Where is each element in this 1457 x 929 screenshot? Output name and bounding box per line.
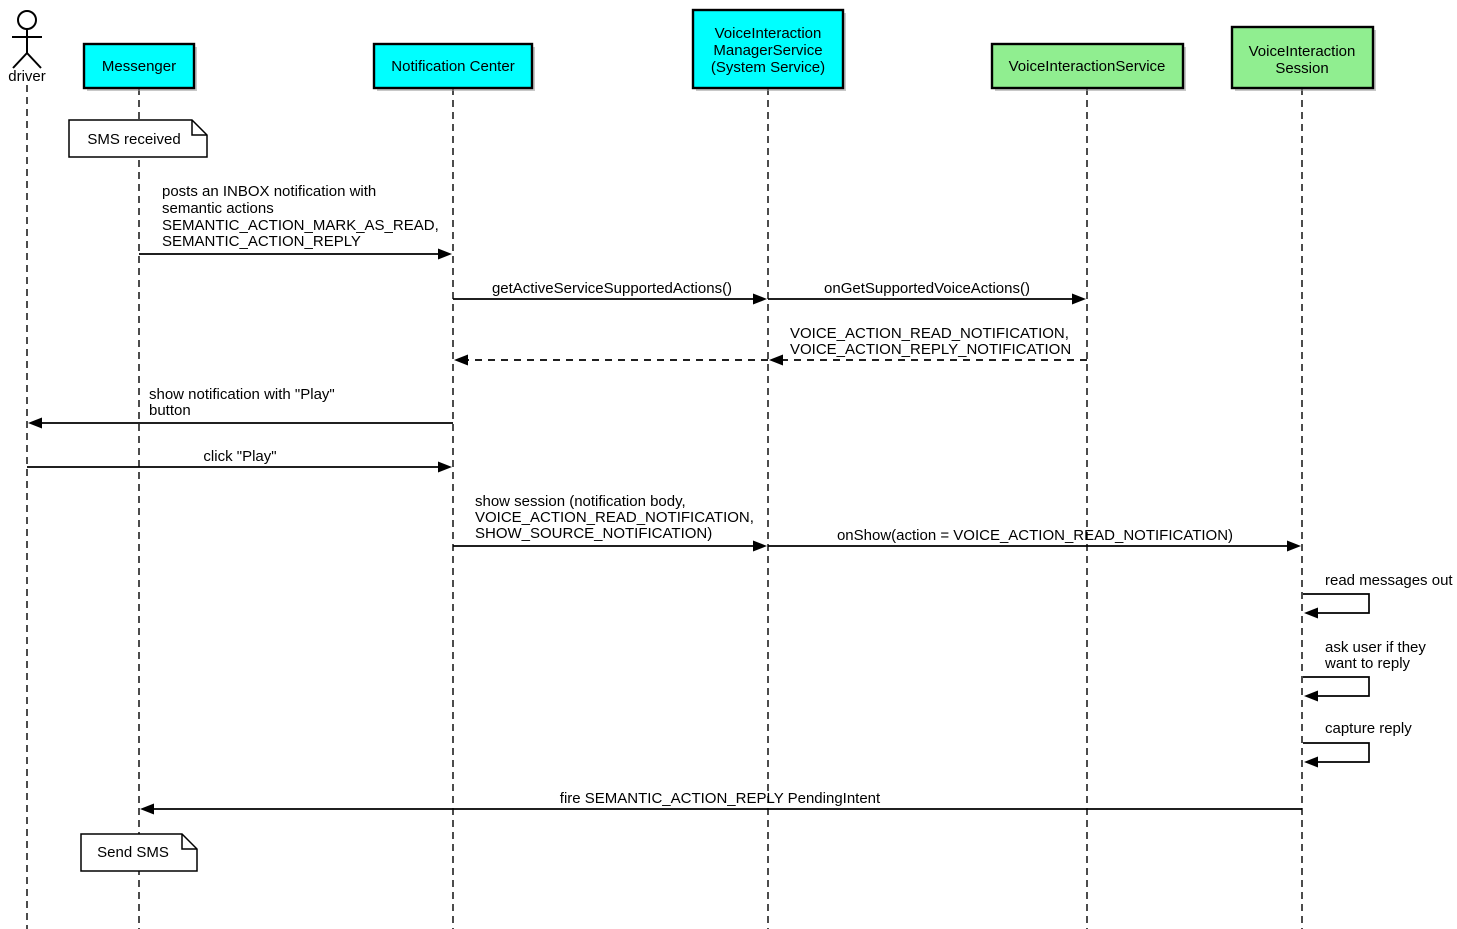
self-message-line [1303,676,1370,697]
actor-left-leg-icon [12,52,28,69]
message-show-notification-play-button: show notification with "Play"button [28,386,453,429]
message-forward-supported-voice-actions [454,354,768,366]
self-message-arrowhead-icon [1304,690,1318,702]
participant-box [82,42,196,90]
participant-label: VoiceInteraction [1249,43,1356,60]
message-label: onShow(action = VOICE_ACTION_READ_NOTIFI… [837,527,1233,544]
message-label: SEMANTIC_ACTION_REPLY [162,233,361,250]
participant-label: Session [1275,60,1328,77]
message-label: SEMANTIC_ACTION_MARK_AS_READ, [162,217,439,234]
message-label: VOICE_ACTION_READ_NOTIFICATION, [790,325,1069,342]
message-label: SHOW_SOURCE_NOTIFICATION) [475,525,712,542]
participant-label: Messenger [102,58,176,75]
self-message-label: capture reply [1325,720,1412,737]
message-arrowhead-icon [769,354,783,366]
message-arrowhead-icon [28,417,42,429]
message-show-session: show session (notification body,VOICE_AC… [453,493,767,552]
self-message-arrowhead-icon [1304,756,1318,768]
self-message-line [1303,593,1370,614]
message-label: show notification with "Play" [149,386,335,403]
note-fold-icon [181,834,197,850]
message-on-show: onShow(action = VOICE_ACTION_READ_NOTIFI… [768,527,1301,552]
participant-label: VoiceInteraction [715,25,822,42]
note-label: SMS received [87,131,180,148]
message-label: click "Play" [203,448,276,465]
self-message-line [1303,742,1370,763]
participant-notification-center: Notification Center [372,42,535,91]
message-label: button [149,402,191,419]
message-arrowhead-icon [454,354,468,366]
actor-driver: driver [8,10,46,85]
message-label: fire SEMANTIC_ACTION_REPLY PendingIntent [560,790,881,807]
message-label: onGetSupportedVoiceActions() [824,280,1030,297]
self-message-label: read messages out [1325,572,1453,589]
message-on-get-supported-voice-actions: onGetSupportedVoiceActions() [768,280,1086,305]
message-arrowhead-icon [753,293,767,305]
participant-box [691,8,845,90]
message-label: show session (notification body, [475,493,686,510]
self-message-label: ask user if they [1325,639,1426,656]
self-message-arrowhead-icon [1304,607,1318,619]
self-message-label: want to reply [1324,655,1411,672]
participant-label: (System Service) [711,59,825,76]
note-label: Send SMS [97,844,169,861]
participant-label: ManagerService [713,42,822,59]
participant-voice-interaction-service: VoiceInteractionService [990,42,1186,91]
participant-box [1230,25,1375,90]
self-message-read-messages-out: read messages out [1303,572,1453,619]
participant-messenger: Messenger [82,42,197,91]
message-fire-semantic-action-reply: fire SEMANTIC_ACTION_REPLY PendingIntent [140,790,1302,815]
actor-right-leg-icon [26,52,42,69]
note-fold-icon [191,120,207,136]
message-arrowhead-icon [438,461,452,473]
self-message-capture-reply: capture reply [1303,720,1412,768]
participant-label: VoiceInteractionService [1009,58,1166,75]
message-label: posts an INBOX notification with [162,183,376,200]
message-arrowhead-icon [1072,293,1086,305]
participant-box [372,42,534,90]
message-label: VOICE_ACTION_REPLY_NOTIFICATION [790,341,1071,358]
note-send-sms: Send SMS [80,833,198,872]
note-shape [68,119,208,158]
message-get-active-service-supported-actions: getActiveServiceSupportedActions() [453,280,767,305]
note-sms-received: SMS received [68,119,208,158]
message-arrowhead-icon [753,540,767,552]
message-return-supported-voice-actions: VOICE_ACTION_READ_NOTIFICATION,VOICE_ACT… [769,325,1087,366]
message-posts-inbox-notification: posts an INBOX notification withsemantic… [139,183,452,260]
note-shape [80,833,198,872]
message-click-play: click "Play" [27,448,452,473]
message-arrowhead-icon [1287,540,1301,552]
message-label: semantic actions [162,200,274,217]
actor-head-icon [17,10,37,30]
message-arrowhead-icon [140,803,154,815]
message-label: getActiveServiceSupportedActions() [492,280,732,297]
participant-label: Notification Center [391,58,514,75]
participant-box [990,42,1185,90]
message-label: VOICE_ACTION_READ_NOTIFICATION, [475,509,754,526]
message-arrowhead-icon [438,248,452,260]
actor-label: driver [8,68,46,85]
